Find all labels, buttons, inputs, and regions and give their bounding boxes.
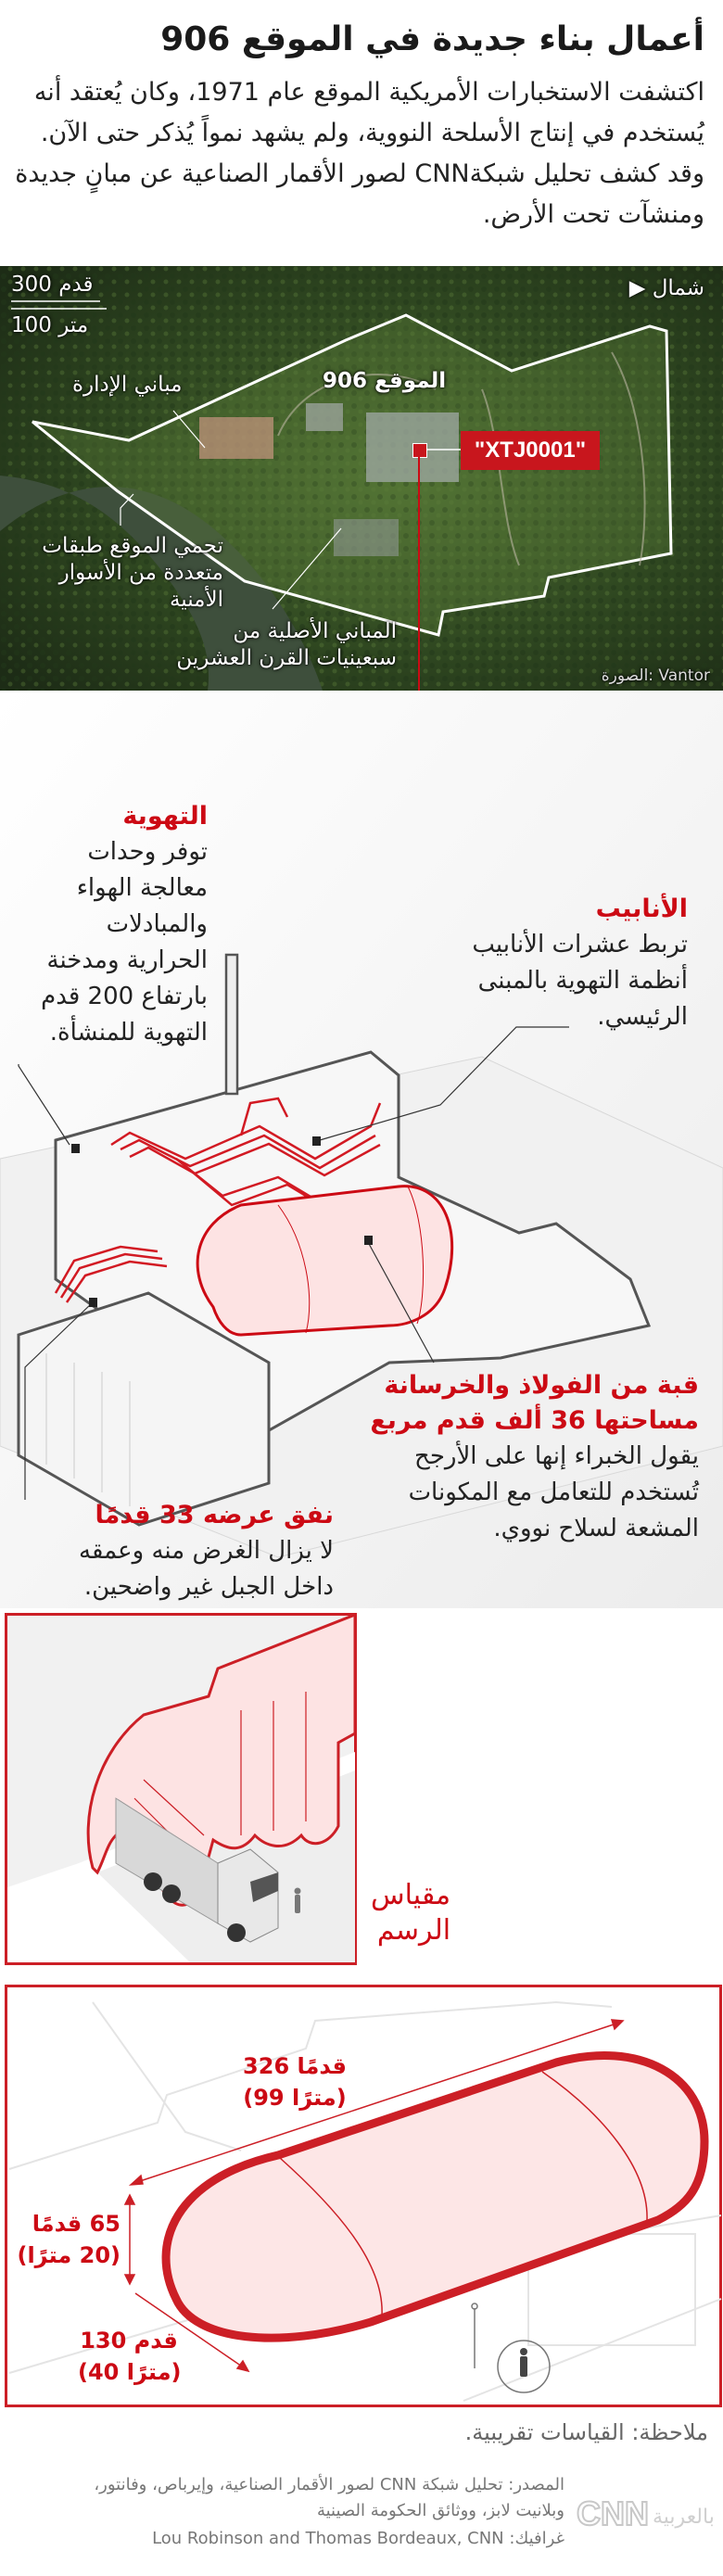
- tunnel-line: لا يزال الغرض منه وعمقه: [79, 1537, 334, 1565]
- label-line: المباني الأصلية من: [233, 619, 397, 643]
- pipes-annotation: الأنابيب تربط عشرات الأنابيب أنظمة التهو…: [472, 892, 688, 1035]
- satellite-image: [0, 266, 723, 691]
- pipes-title: الأنابيب: [595, 895, 688, 923]
- pipes-line: أنظمة التهوية بالمبنى: [477, 967, 688, 995]
- pipes-line: تربط عشرات الأنابيب: [472, 931, 688, 958]
- length-feet: 326 قدمًا: [243, 2053, 347, 2079]
- north-indicator: شمال ▶: [629, 275, 704, 302]
- width-feet: 130 قدم: [80, 2328, 178, 2354]
- ventilation-marker: [71, 1144, 80, 1153]
- tunnel-annotation: نفق عرضه 33 قدمًا لا يزال الغرض منه وعمق…: [79, 1498, 334, 1605]
- dome-dimensions-diagram: [5, 1985, 722, 2407]
- site-label: الموقع 906: [323, 369, 447, 393]
- security-walls-label: تحمي الموقع طبقات متعددة من الأسوار الأم…: [14, 533, 223, 614]
- north-arrow-icon: ▶: [628, 276, 646, 300]
- length-dimension: 326 قدمًا (99 مترًا): [239, 2050, 350, 2113]
- satellite-map: 300 قدم 100 متر شمال ▶ الموقع 906 مباني …: [0, 266, 723, 691]
- page-title: أعمال بناء جديدة في الموقع 906: [160, 20, 704, 58]
- dome-title: قبة من الفولاذ والخرسانة: [384, 1371, 699, 1400]
- north-label: شمال: [652, 276, 704, 300]
- dome-title: مساحتها 36 ألف قدم مربع: [370, 1406, 699, 1435]
- ventilation-line: والمبادلات: [106, 910, 208, 938]
- source-line: المصدر: تحليل شبكة CNN لصور الأقمار الصن…: [94, 2475, 564, 2494]
- cnn-arabic-logo: CNN بالعربية: [576, 2490, 715, 2534]
- image-credit: الصورة: Vantor: [601, 666, 710, 685]
- height-dimension: 65 قدمًا (20 مترًا): [9, 2208, 120, 2271]
- source-line: وبلانيت لابز، ووثائق الحكومة الصينية: [316, 2501, 564, 2520]
- river: [0, 476, 323, 691]
- length-meters: (99 مترًا): [243, 2085, 347, 2111]
- label-line: الأمنية: [169, 588, 223, 612]
- truck-icon: [115, 1797, 279, 1943]
- ventilation-chimney: [224, 953, 239, 1096]
- width-dimension: 130 قدم (40 مترًا): [78, 2325, 182, 2388]
- width-meters: (40 مترًا): [78, 2359, 182, 2385]
- scale-label: مقياس الرسم: [371, 1878, 450, 1948]
- ventilation-line: معالجة الهواء: [76, 874, 208, 902]
- ventilation-title: التهوية: [122, 802, 208, 831]
- graphic-credit: غرافيك: Lou Robinson and Thomas Bordeaux…: [152, 2529, 564, 2548]
- dome-outline: [161, 2051, 709, 2342]
- person-icon: [294, 1887, 301, 1913]
- ventilation-line: بارتفاع 200 قدم: [41, 983, 208, 1010]
- ventilation-line: التهوية للمنشأة.: [49, 1019, 208, 1047]
- dome-line: تُستخدم للتعامل مع المكونات: [408, 1478, 699, 1506]
- facility-diagram: [0, 691, 723, 1608]
- building-id-label: "XTJ0001": [461, 431, 600, 470]
- ventilation-line: توفر وحدات: [87, 838, 208, 866]
- svg-text:بالعربية: بالعربية: [653, 2506, 714, 2529]
- label-line: تحمي الموقع طبقات: [42, 534, 223, 558]
- pipes-line: الرئيسي.: [597, 1003, 688, 1031]
- height-meters: (20 مترًا): [17, 2242, 120, 2268]
- original-buildings-label: المباني الأصلية من سبعينيات القرن العشري…: [138, 618, 397, 672]
- scale-illustration: [5, 1613, 357, 1965]
- intro-paragraph: اكتشفت الاستخبارات الأمريكية الموقع عام …: [15, 78, 704, 229]
- logo-mark: CNN بالعربية: [576, 2494, 715, 2533]
- height-feet: 65 قدمًا: [32, 2211, 120, 2237]
- label-line: متعددة من الأسوار: [58, 561, 223, 585]
- ventilation-annotation: التهوية توفر وحدات معالجة الهواء والمباد…: [41, 799, 208, 1051]
- scale-label-line: الرسم: [376, 1914, 451, 1947]
- person-icon: [520, 2348, 527, 2377]
- scale-meters: 100 متر: [11, 313, 89, 337]
- admin-buildings-label: مباني الإدارة: [72, 373, 183, 397]
- dome-line: يقول الخبراء إنها على الأرجح: [414, 1442, 699, 1470]
- ventilation-line: الحرارية ومدخنة: [46, 946, 208, 974]
- pipes-marker: [312, 1136, 321, 1146]
- scale-feet: 300 قدم: [11, 273, 94, 297]
- dome-annotation: قبة من الفولاذ والخرسانة مساحتها 36 ألف …: [370, 1368, 699, 1547]
- tunnel-line: داخل الجبل غير واضحين.: [83, 1573, 334, 1601]
- dome-line: المشعة لسلاح نووي.: [493, 1515, 699, 1542]
- tunnel-marker: [89, 1298, 97, 1307]
- dome-marker: [364, 1236, 373, 1245]
- measurement-note: ملاحظة: القياسات تقريبية.: [464, 2419, 708, 2445]
- dome-shape: [196, 1185, 454, 1337]
- tunnel-title: نفق عرضه 33 قدمًا: [95, 1501, 334, 1529]
- person-scale-marker: [471, 2303, 551, 2393]
- svg-text:CNN: CNN: [577, 2494, 649, 2532]
- scale-label-line: مقياس: [371, 1879, 451, 1911]
- site-boundary: [32, 313, 673, 637]
- pipes: [54, 1097, 382, 1303]
- label-line: سبعينيات القرن العشرين: [176, 646, 397, 670]
